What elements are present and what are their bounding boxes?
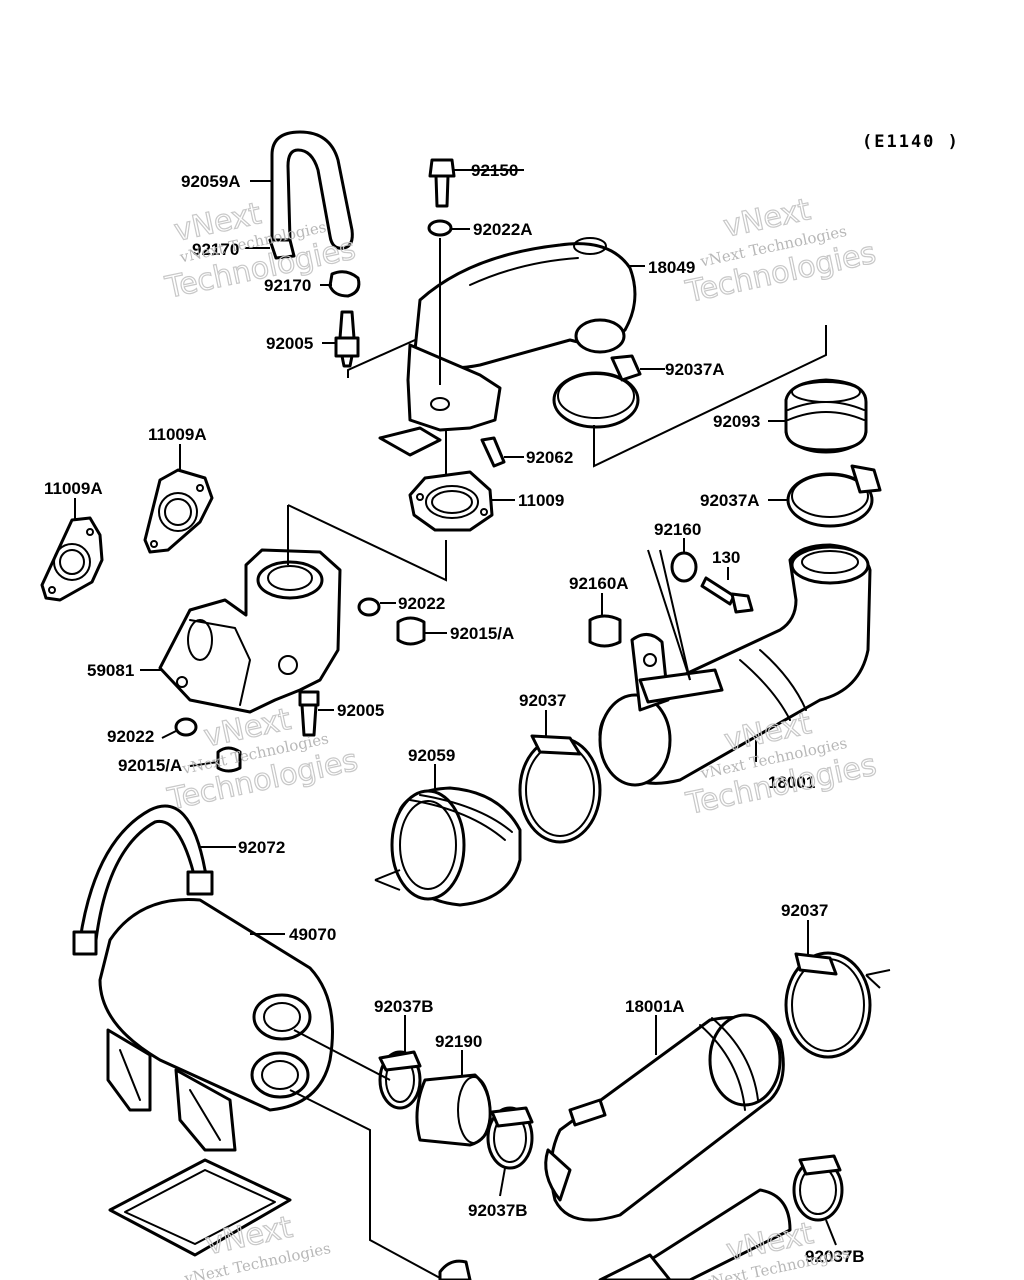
clamp-92037a-lower (786, 464, 882, 528)
label-49070: 49070 (289, 925, 336, 944)
label-92190: 92190 (435, 1032, 482, 1051)
label-92037b-left: 92037B (374, 997, 434, 1016)
sleeve-92190 (415, 1073, 492, 1147)
fitting-92005-upper (334, 310, 360, 368)
clamp-92037-mid (518, 734, 602, 844)
label-92160a: 92160A (569, 574, 629, 593)
label-92005-upper: 92005 (266, 334, 313, 353)
diagram-ref-code: (E1140 ) (862, 132, 960, 152)
label-92022-upper: 92022 (398, 594, 445, 613)
part-labels: 92059A 92150 92022A 92170 92170 18049 92… (44, 161, 865, 1266)
nut-92160a (588, 614, 622, 648)
label-92150: 92150 (471, 161, 518, 180)
label-92037-mid: 92037 (519, 691, 566, 710)
washer-92022a (427, 219, 453, 237)
label-59081: 59081 (87, 661, 134, 680)
hose-92059a (270, 130, 354, 250)
label-92037a-upper: 92037A (665, 360, 725, 379)
clamp-92037-lower (784, 951, 872, 1059)
label-18049: 18049 (648, 258, 695, 277)
pad-bottom-left (108, 1158, 292, 1257)
nut-92015-upper (396, 616, 426, 646)
bolt-92062 (480, 436, 506, 468)
watermark-top-right: vNext vNext Technologies Technologies (682, 192, 880, 311)
label-92170-a: 92170 (192, 240, 239, 259)
label-92072: 92072 (238, 838, 285, 857)
clamp-92170-lower (328, 270, 361, 298)
leader-lines (74, 169, 891, 1279)
muffler-49070 (98, 898, 334, 1152)
label-92005-lower: 92005 (337, 701, 384, 720)
label-92093: 92093 (713, 412, 760, 431)
bolt-130 (700, 576, 754, 614)
label-92059: 92059 (408, 746, 455, 765)
pipe-18049 (378, 237, 637, 457)
gasket-11009a-left (40, 516, 104, 602)
clamp-92037b-right (792, 1154, 844, 1222)
label-92015a-upper: 92015/A (450, 624, 514, 643)
coupler-92059 (390, 786, 522, 907)
label-92037b-right: 92037B (805, 1247, 865, 1266)
label-92037-lower: 92037 (781, 901, 828, 920)
washer-92022-upper (357, 597, 381, 617)
coupler-92093 (784, 378, 868, 454)
washer-92022-lower (174, 717, 198, 737)
pipe-18001 (598, 543, 872, 787)
clamp-92037b-left (378, 1050, 422, 1110)
label-92160: 92160 (654, 520, 701, 539)
manifold-59081 (158, 548, 342, 714)
label-92022a: 92022A (473, 220, 533, 239)
strap-92072 (72, 804, 214, 956)
pipe-bottom (648, 1188, 792, 1280)
label-11009a-upper: 11009A (148, 425, 207, 444)
label-130: 130 (712, 548, 740, 567)
bolt-92150 (428, 158, 456, 208)
label-18001: 18001 (768, 773, 815, 792)
nut-92015-lower (216, 746, 242, 773)
washer-92160 (670, 551, 698, 583)
clamp-92037a-upper (552, 354, 642, 429)
gasket-11009a-right (143, 468, 214, 554)
label-92015a-lower: 92015/A (118, 756, 182, 775)
label-18001a: 18001A (625, 997, 685, 1016)
label-92037b-mid: 92037B (468, 1201, 528, 1220)
label-11009: 11009 (518, 491, 564, 510)
gasket-11009 (408, 470, 494, 532)
clamp-92170-upper (268, 238, 296, 260)
pipe-18001a (544, 1013, 785, 1222)
label-92170-b: 92170 (264, 276, 311, 295)
nut-bottom (438, 1259, 472, 1280)
label-92037a-lower: 92037A (700, 491, 760, 510)
fitting-92005-lower (298, 690, 320, 737)
clamp-bottom (598, 1253, 672, 1280)
label-92059a: 92059A (181, 172, 241, 191)
label-11009a-lower: 11009A (44, 479, 103, 498)
clamp-92037b-mid (486, 1106, 534, 1170)
label-92022-lower: 92022 (107, 727, 154, 746)
label-92062: 92062 (526, 448, 573, 467)
